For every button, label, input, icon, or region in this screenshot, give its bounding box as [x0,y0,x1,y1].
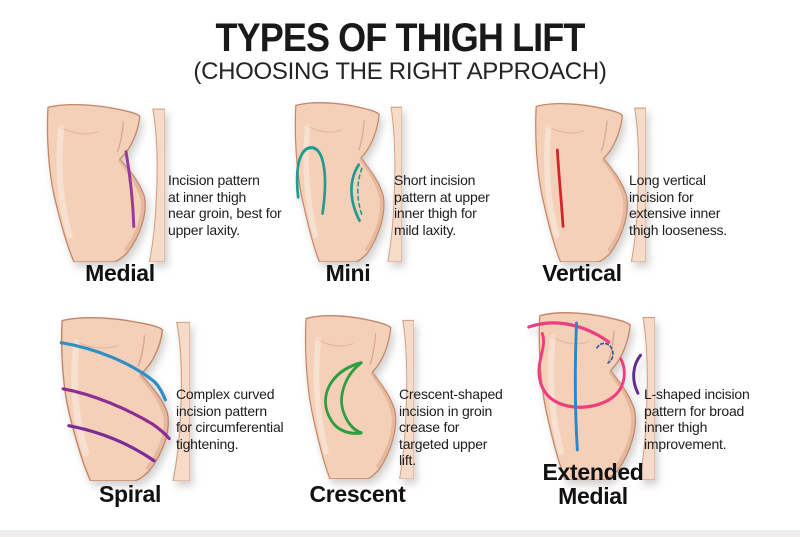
spiral-thigh-illustration [48,315,190,481]
medial-thigh-illustration [35,102,165,262]
extended-medial-description: L-shaped incision pattern for broad inne… [644,386,750,452]
crescent-description: Crescent-shaped incision in groin crease… [399,386,503,469]
extended-medial-vertical-incision-blue [573,321,579,452]
thigh-base-figure [47,105,165,262]
vertical-incision-line [555,148,565,228]
medial-incision-line [124,150,136,228]
thigh-base-figure [295,103,402,262]
thigh-base-figure [62,318,190,481]
crescent-label: Crescent [309,481,406,507]
thigh-base-figure [539,313,655,480]
mini-dashed-guide-line [357,167,364,218]
crescent-outer-arc-incision [324,361,363,435]
crescent-thigh-illustration [294,313,414,479]
extended-medial-thigh-illustration [527,310,655,480]
page-title: TYPES OF THIGH LIFT [215,16,586,60]
mini-outer-arch-incision [295,146,327,215]
medial-label: Medial [85,260,155,286]
extended-medial-label: Extended Medial [542,459,644,510]
mini-label: Mini [325,260,371,286]
thigh-base-figure [306,316,414,479]
page-subtitle: (CHOOSING THE RIGHT APPROACH) [193,58,607,85]
panel-vertical: Long vertical incision for extensive inn… [518,100,778,315]
spiral-upper-incision-blue [59,341,167,402]
panel-crescent: Crescent-shaped incision in groin crease… [285,312,545,527]
crescent-inner-arc-incision [340,361,363,435]
vertical-label: Vertical [542,260,622,286]
extended-medial-crease-incision-purple [632,353,642,395]
spiral-description: Complex curved incision pattern for circ… [176,386,284,452]
extended-medial-loop-incision-pink [537,332,626,409]
mini-thigh-illustration [284,100,402,262]
mini-description: Short incision pattern at upper inner th… [394,172,490,238]
panel-mini: Short incision pattern at upper inner th… [278,100,538,315]
panel-extended-medial: L-shaped incision pattern for broad inne… [518,308,778,523]
vertical-description: Long vertical incision for extensive inn… [629,172,727,238]
panel-medial: Incision pattern at inner thigh near gro… [30,100,290,315]
spiral-lower-incision-purple [67,424,156,463]
panel-spiral: Complex curved incision pattern for circ… [40,312,300,527]
medial-description: Incision pattern at inner thigh near gro… [168,172,282,238]
mini-inner-curve-incision [350,163,361,223]
vertical-thigh-illustration [524,101,646,262]
spiral-middle-incision-purple [61,387,171,441]
spiral-label: Spiral [98,481,162,507]
extended-medial-groin-incision-pink [527,321,611,344]
bottom-edge-strip [0,530,800,537]
extended-medial-dashed-arc [596,342,614,364]
